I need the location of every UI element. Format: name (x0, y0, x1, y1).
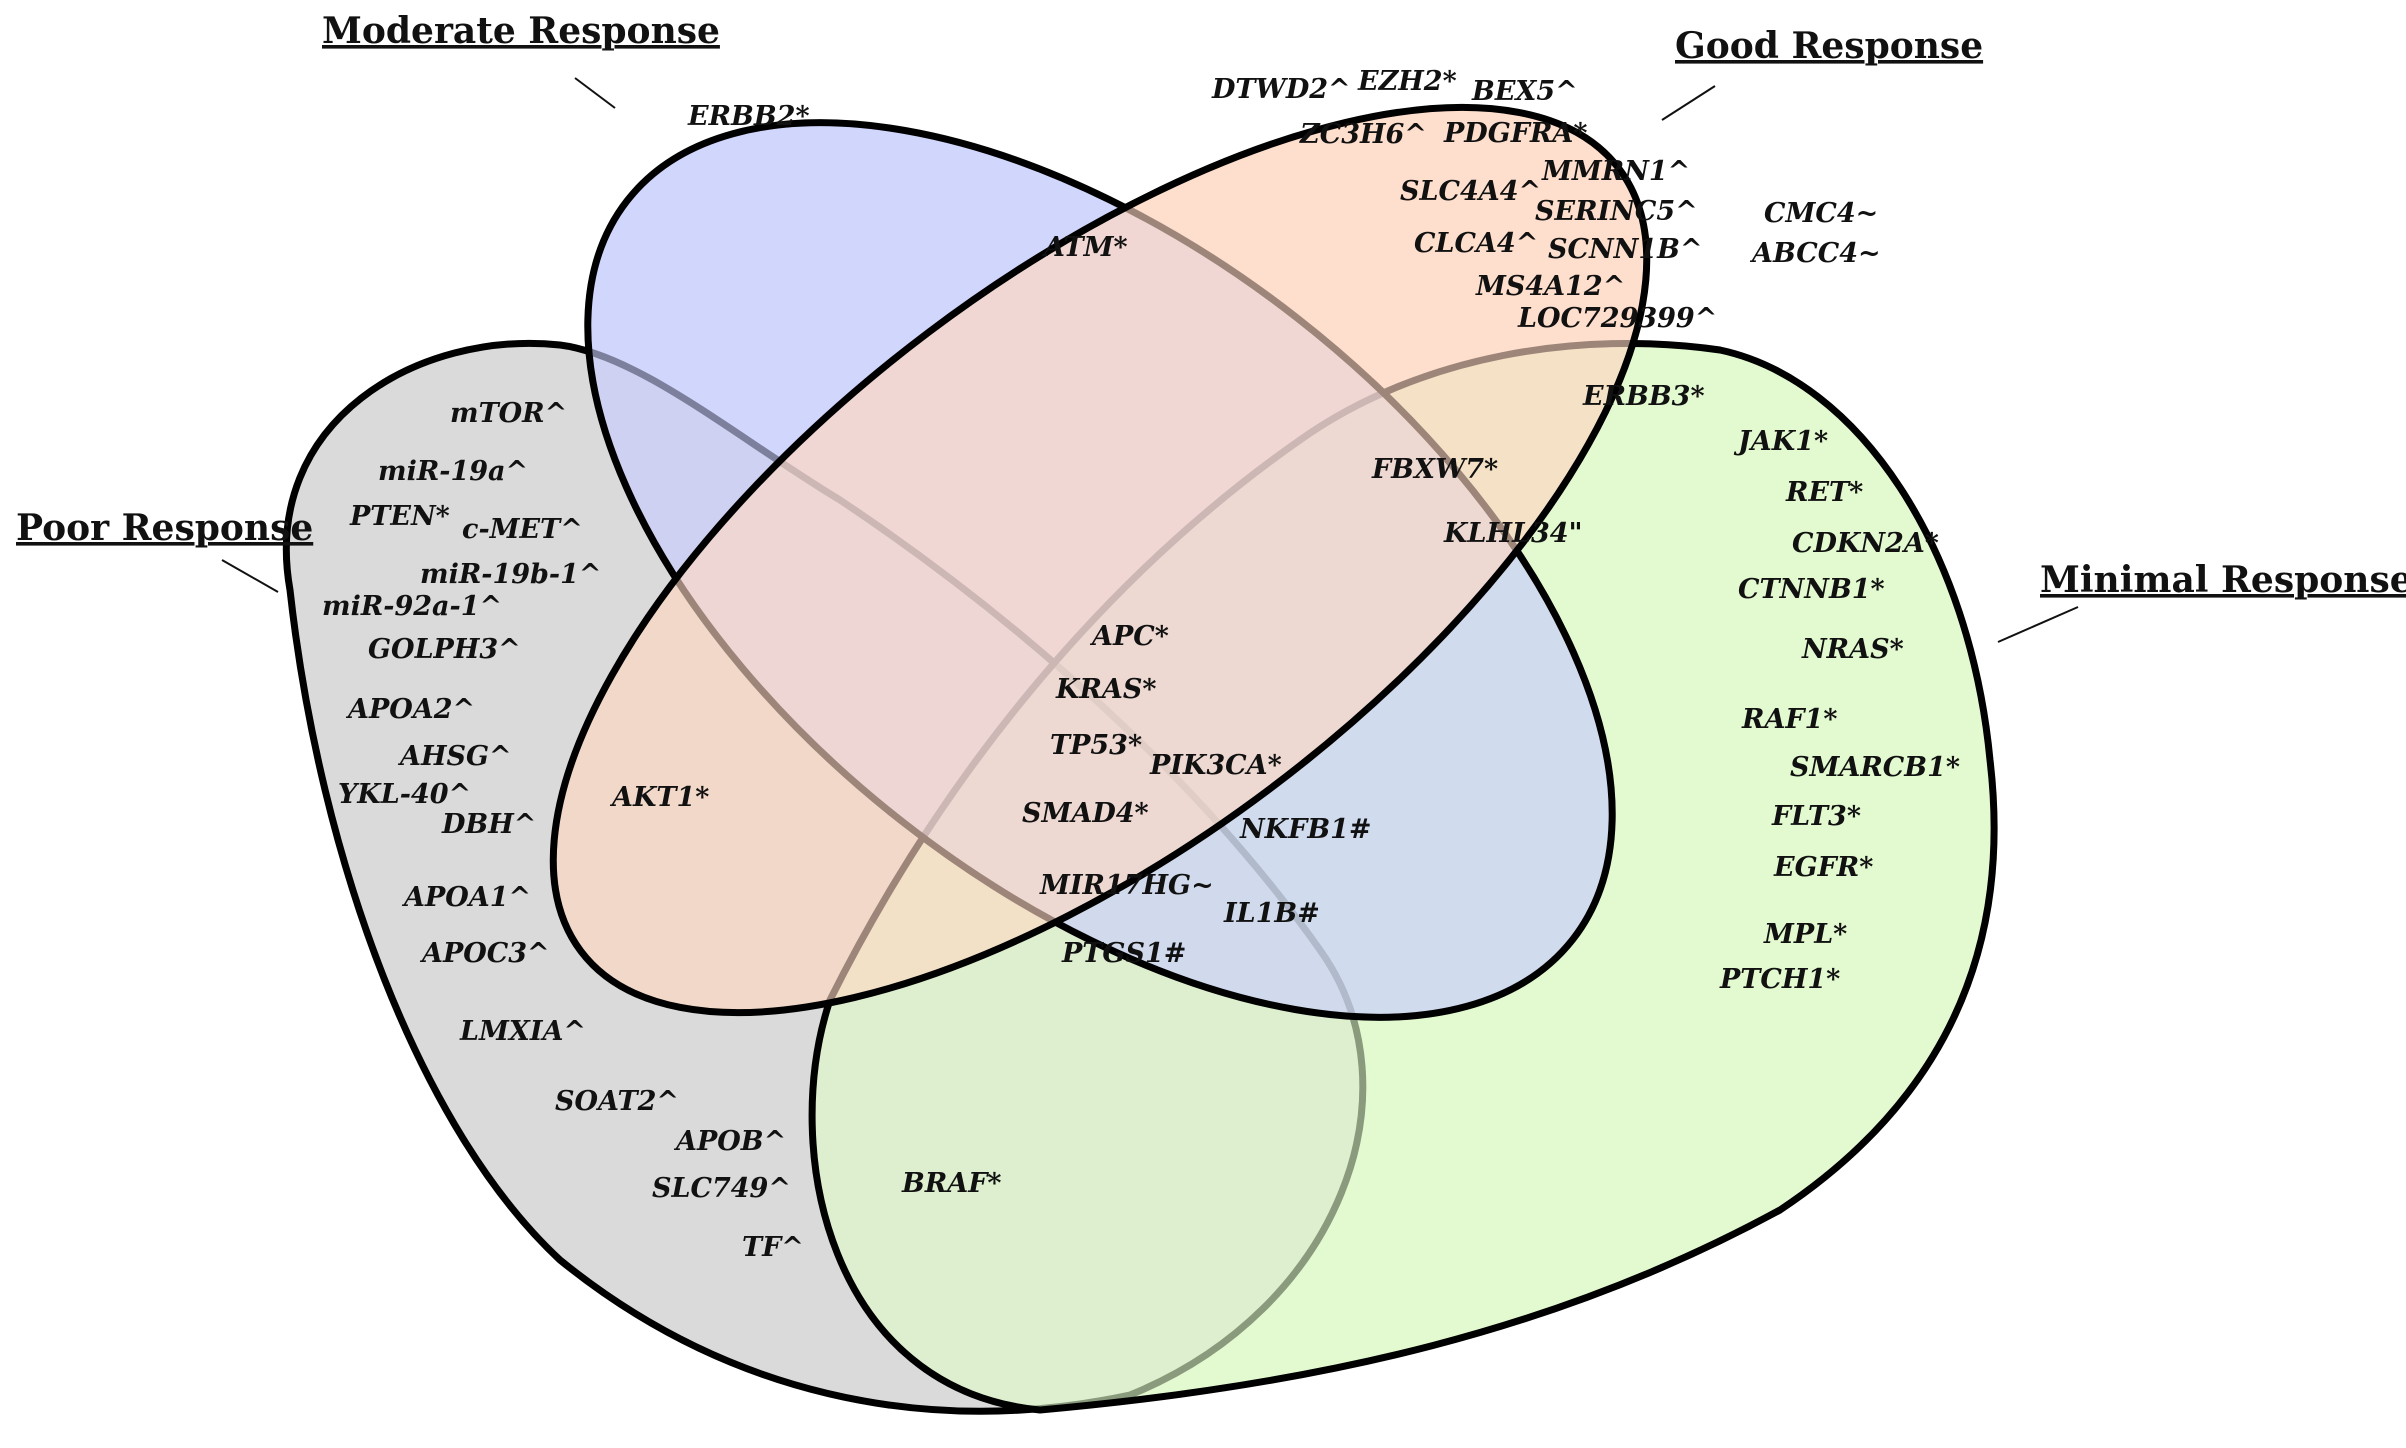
gene-label: FLT3* (1771, 801, 1861, 832)
gene-label: KLHL34" (1443, 518, 1583, 549)
gene-label: LMXIA^ (459, 1016, 586, 1047)
gene-label: JAK1* (1733, 426, 1828, 457)
gene-label: MMRN1^ (1541, 156, 1690, 187)
gene-label: ATM* (1041, 232, 1128, 263)
minimal-response-title: Minimal Response (2040, 559, 2406, 601)
gene-label: FBXW7* (1371, 454, 1498, 485)
gene-label: SCNN1B^ (1548, 234, 1703, 265)
gene-label: RAF1* (1741, 704, 1837, 735)
gene-label: ERBB3* (1582, 381, 1705, 412)
good-leader-line (1661, 85, 1716, 121)
gene-label: GOLPH3^ (368, 634, 521, 665)
gene-label: APOC3^ (419, 938, 550, 969)
gene-label: NRAS* (1801, 634, 1904, 665)
gene-label: ERBB2* (687, 101, 810, 132)
gene-label: RET* (1785, 477, 1863, 508)
gene-label: CDKN2A* (1792, 528, 1939, 559)
gene-label: SMARCB1* (1790, 752, 1960, 783)
gene-label: AHSG^ (397, 741, 512, 772)
poor-response-title: Poor Response (16, 507, 313, 549)
gene-label: PDGFRA* (1443, 118, 1587, 149)
gene-label: PTCH1* (1719, 964, 1840, 995)
gene-label: APOB^ (673, 1126, 786, 1157)
gene-label: miR-19a^ (378, 456, 528, 487)
moderate-leader-line (574, 77, 616, 109)
gene-label: KRAS* (1055, 674, 1156, 705)
gene-label: TF^ (742, 1232, 804, 1263)
gene-label: SLC4A4^ (1400, 176, 1541, 207)
gene-label: TP53* (1050, 730, 1142, 761)
gene-label: c-MET^ (462, 514, 583, 545)
gene-label: MPL* (1763, 919, 1847, 950)
gene-label: APOA1^ (401, 882, 531, 913)
gene-label: PTGS1# (1061, 938, 1186, 969)
gene-label: BRAF* (901, 1168, 1002, 1199)
gene-label: DBH^ (441, 809, 536, 840)
good-response-title: Good Response (1675, 25, 1983, 67)
gene-label: IL1B# (1223, 898, 1320, 929)
gene-label: ZC3H6^ (1299, 119, 1427, 150)
gene-label: NKFB1# (1239, 814, 1372, 845)
gene-label: CTNNB1* (1738, 574, 1885, 605)
poor-leader-line (221, 559, 279, 593)
gene-label: MS4A12^ (1475, 271, 1625, 302)
gene-label: PTEN* (349, 501, 450, 532)
gene-label: EGFR* (1773, 852, 1873, 883)
gene-label: SMAD4* (1022, 798, 1149, 829)
gene-label: APOA2^ (345, 694, 475, 725)
gene-label: CMC4~ (1764, 198, 1878, 229)
gene-label: miR-19b-1^ (420, 559, 602, 590)
gene-label: CLCA4^ (1414, 228, 1538, 259)
gene-label: SOAT2^ (555, 1086, 679, 1117)
gene-label: LOC729399^ (1517, 303, 1717, 334)
gene-label: YKL-40^ (338, 779, 471, 810)
gene-label: ABCC4~ (1749, 238, 1881, 269)
gene-label: SLC749^ (652, 1173, 791, 1204)
gene-label: miR-92a-1^ (322, 591, 502, 622)
gene-label: MIR17HG~ (1039, 870, 1214, 901)
gene-label: AKT1* (609, 782, 709, 813)
gene-label: mTOR^ (450, 398, 567, 429)
minimal-leader-line (1997, 606, 2079, 643)
gene-label: EZH2* (1357, 66, 1457, 97)
gene-label: PIK3CA* (1149, 750, 1282, 781)
gene-label: DTWD2^ (1211, 74, 1351, 105)
moderate-response-title: Moderate Response (322, 10, 720, 52)
gene-label: SERINC5^ (1535, 196, 1698, 227)
gene-label: BEX5^ (1471, 76, 1578, 107)
gene-label: APC* (1089, 621, 1169, 652)
